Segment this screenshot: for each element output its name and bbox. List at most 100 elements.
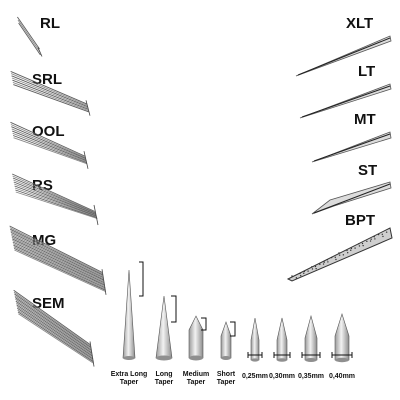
needle-tip-edge [93,204,99,226]
needle-line [12,79,89,110]
speckle-dot [311,268,314,270]
needle-line [14,293,92,348]
taper-cone-extra-long [122,261,144,360]
diameter-label-030: 0,30mm [269,373,295,380]
needle-line [12,177,96,214]
needle-line [9,227,103,275]
speckle-dot [311,266,313,268]
taper-label-long-1: Long [155,371,172,378]
needle-bundle-rs [12,173,99,226]
taper-label-medium-1: Medium [183,371,209,378]
needle-line [11,235,104,281]
needle-point-mt [311,131,392,163]
needle-tip-edge [101,269,107,295]
needle-line [10,73,88,106]
needle-point-st [311,181,392,215]
speckle-dot [358,245,361,247]
group-label-sem: SEM [32,295,65,312]
needle-line [13,137,88,165]
speckle-dot [303,272,305,274]
needle-line [14,187,97,218]
needle-bundle-srl [10,70,91,116]
needle-line [14,297,92,351]
needle-tip-edge [89,341,95,367]
needle-line [12,239,105,285]
speckle-dot [346,249,348,252]
diameter-cone-040 [331,313,353,363]
needle-line [10,228,103,276]
taper-label-short-1: Short [217,371,236,378]
speckle-dot [338,254,341,256]
needle-line [14,183,97,216]
needle-line [10,70,88,105]
speckle-dot [327,261,329,263]
needle-line [12,132,87,163]
needle-line [10,231,104,278]
speckle-dot [322,263,325,265]
speckle-dot [303,270,306,273]
speckle-dot [358,243,360,245]
needle-line [18,313,95,364]
speckle-dot [319,263,321,266]
needle-line [10,230,104,277]
needle-line [12,243,106,287]
taper-label-long-2: Taper [155,379,174,386]
point-label-lt: LT [358,63,375,80]
needle-line [12,130,87,161]
needle-tip-edge [37,47,43,57]
needle-line [14,249,106,293]
needle-line [13,247,106,291]
needle-line [13,246,106,290]
speckle-dot [362,244,364,247]
needle-line [15,191,98,220]
speckle-dot [374,238,376,240]
taper-label-extra-long-1: Extra Long [111,371,148,378]
needle-line [13,181,97,216]
speckle-dot [373,236,375,238]
needle-tip-edge [85,100,91,116]
needle-line [13,289,91,346]
speckle-dot [330,256,333,259]
speckle-dot [342,254,345,256]
diameter-cone-025 [247,317,263,362]
needle-line [10,121,86,157]
needle-line [13,84,90,113]
speckle-dot [381,233,383,235]
speckle-dot [315,267,317,270]
taper-cone-short [220,321,236,360]
speckle-dot [370,238,372,240]
needle-line [15,189,98,219]
group-label-rl: RL [40,15,60,32]
point-label-xlt: XLT [346,15,373,32]
needle-bundle-rl [17,16,43,57]
speckle-dot [323,261,325,263]
needle-line [12,241,105,286]
taper-cone-medium [188,315,207,361]
needle-line [17,309,94,361]
needle-line [12,173,95,212]
needle-line [11,236,105,282]
speckle-dot [369,240,372,242]
point-label-mt: MT [354,111,376,128]
needle-line [13,291,91,347]
needle-line [11,233,104,280]
speckle-dot [338,252,340,254]
taper-label-short-2: Taper [217,379,236,386]
needle-line [15,298,92,353]
needle-line [18,22,41,56]
needle-line [10,124,86,158]
speckle-dot [291,275,293,277]
needle-line [12,175,96,213]
speckle-dot [307,270,309,272]
point-label-st: ST [358,162,377,179]
needle-line [11,128,87,160]
needle-line [12,81,89,112]
needle-line [11,77,89,109]
speckle-dot [334,256,336,258]
speckle-dot [335,258,337,261]
needle-line [16,306,93,358]
needle-line [15,300,93,354]
speckle-dot [347,252,349,254]
needle-bundle-mg [9,225,107,295]
